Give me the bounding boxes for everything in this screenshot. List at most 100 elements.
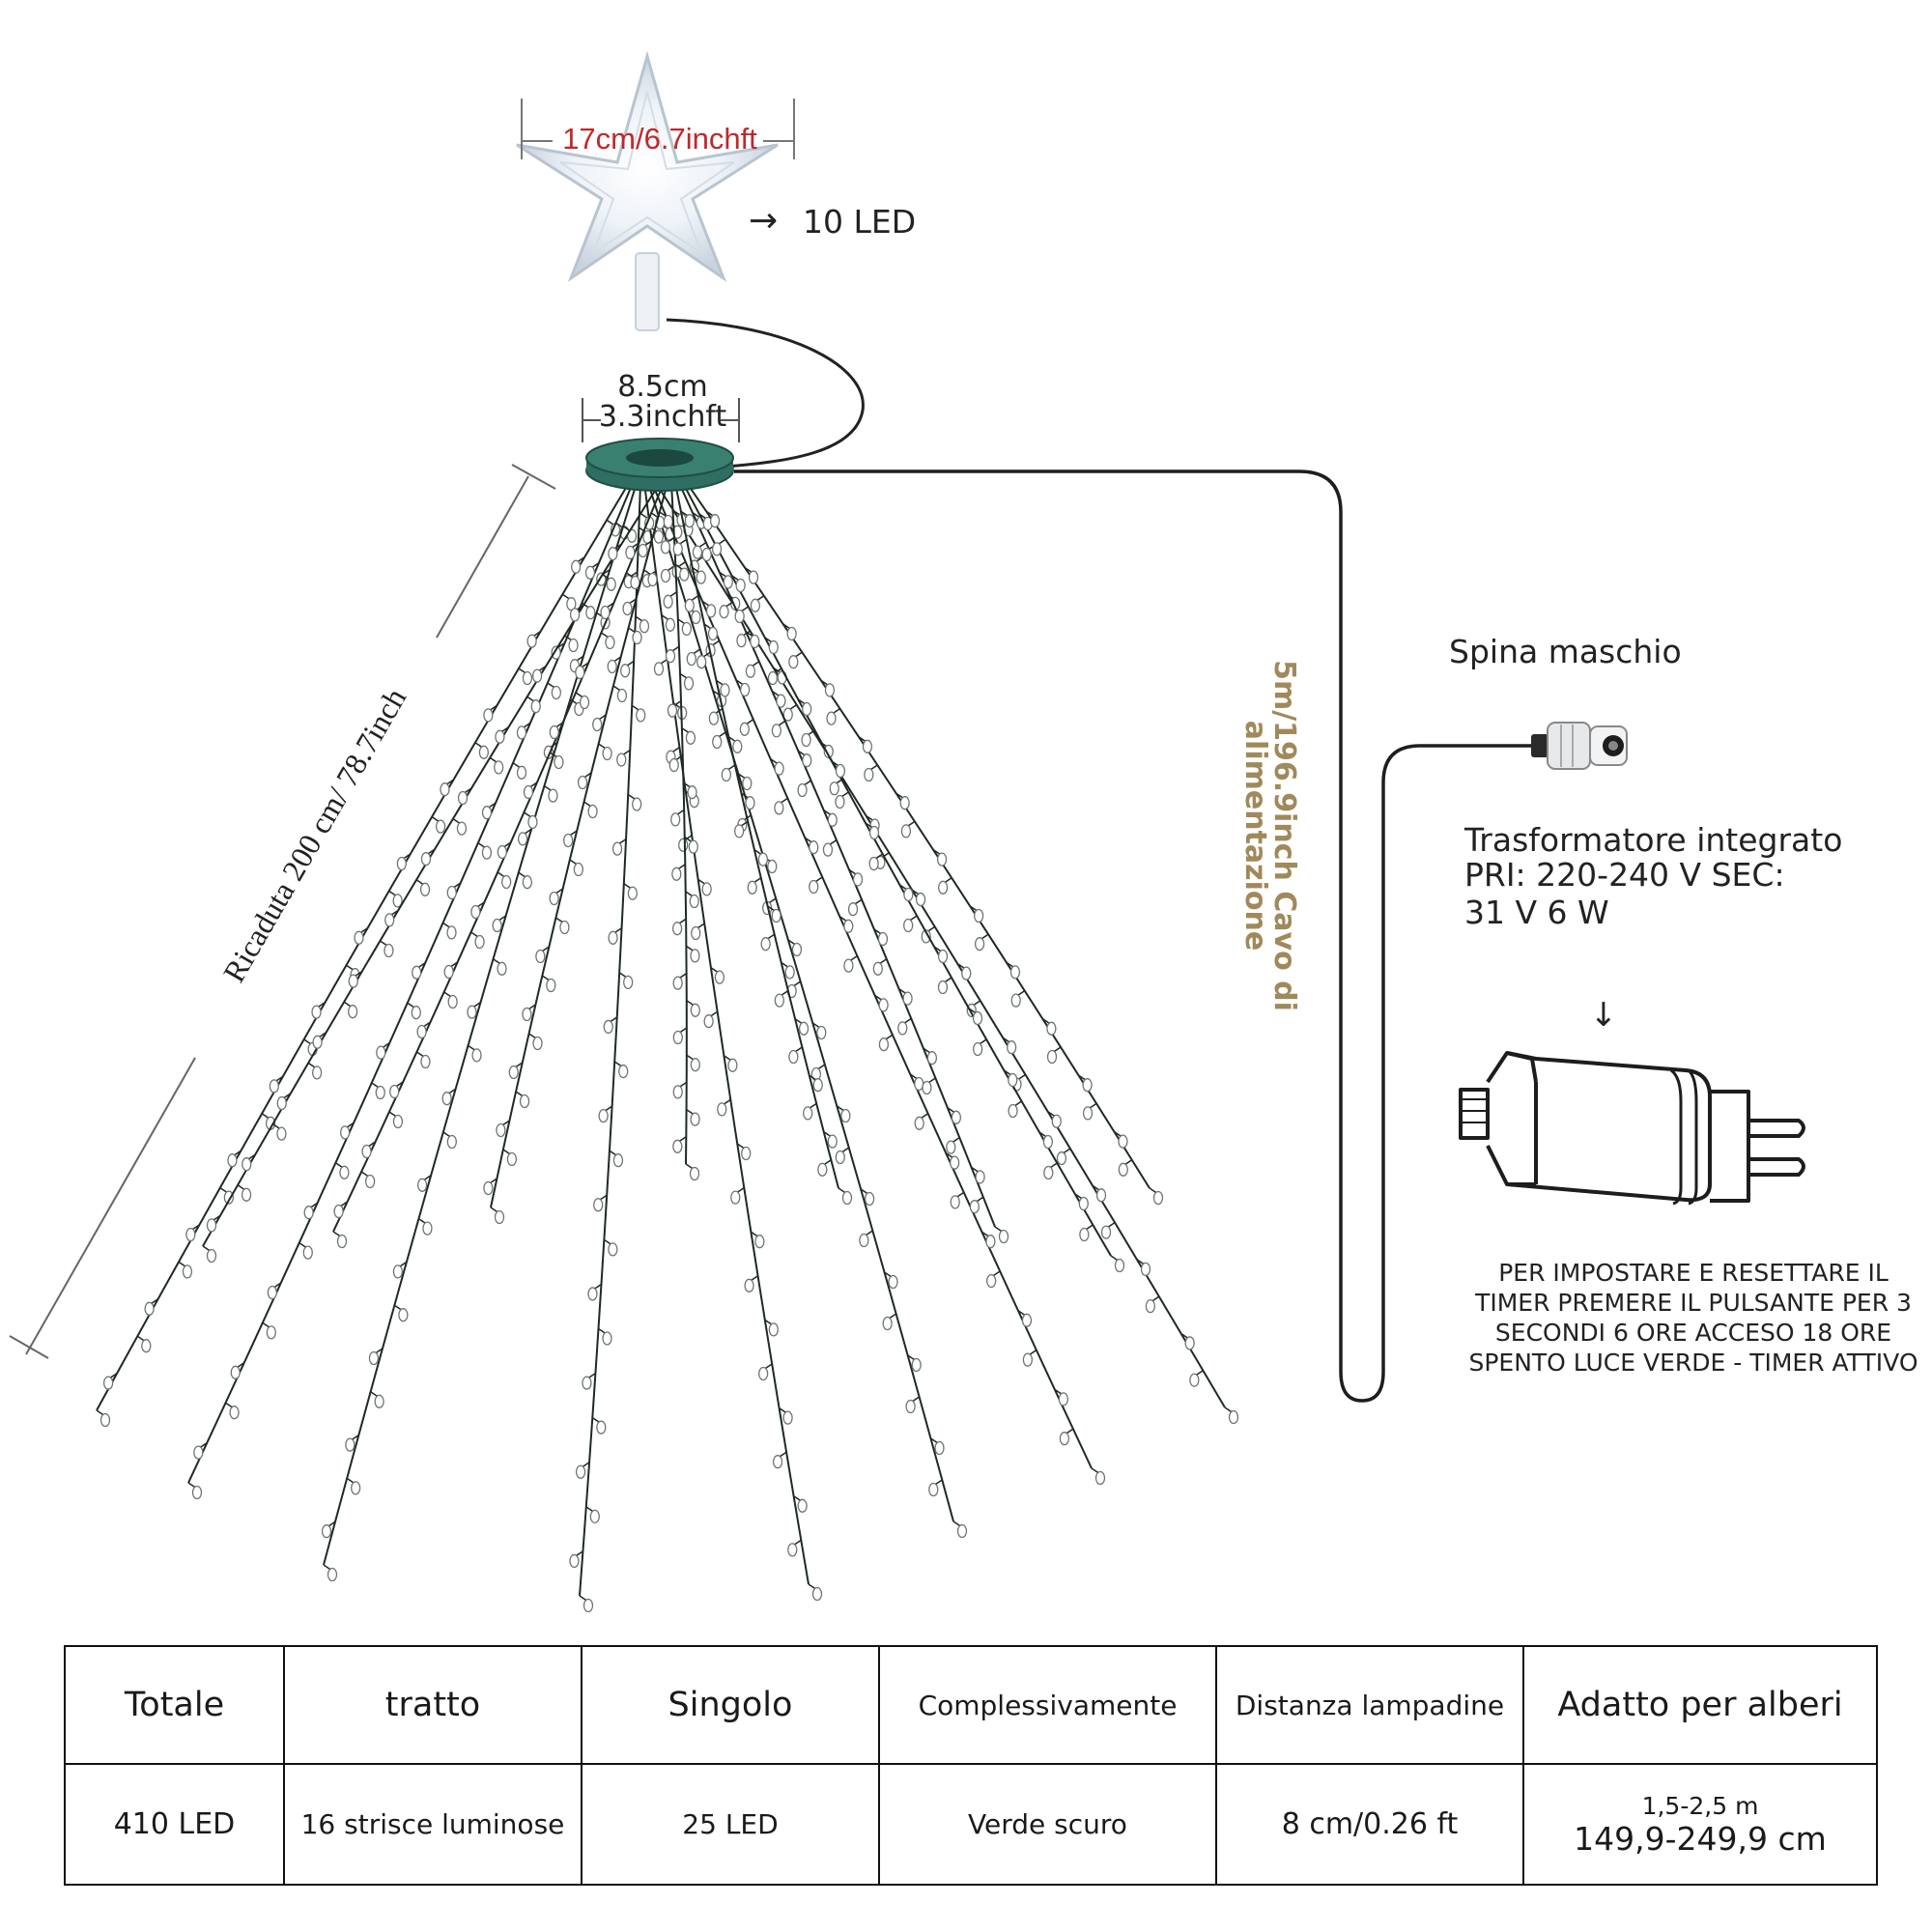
header-strings: tratto — [283, 1645, 582, 1765]
led-bulb — [720, 683, 730, 697]
male-plug-icon — [1531, 722, 1628, 770]
led-bulb — [618, 1064, 629, 1079]
led-bulb — [501, 874, 512, 890]
led-bulb — [611, 841, 623, 856]
led-bulb — [483, 1180, 494, 1196]
led-bulb — [523, 784, 534, 800]
led-bulb — [701, 547, 712, 562]
spec-table: Totale tratto Singolo Complessivamente D… — [64, 1645, 1878, 1886]
led-bulb — [678, 838, 689, 852]
led-bulb — [276, 1126, 287, 1141]
led-bulb — [985, 1235, 996, 1249]
led-bulb — [689, 894, 699, 909]
led-bulb — [345, 1437, 355, 1452]
led-bulb — [843, 919, 854, 933]
light-string — [323, 482, 638, 1566]
led-bulb — [569, 1553, 580, 1569]
led-bulb — [914, 1116, 924, 1130]
transformer-title: Trasformatore integrato — [1463, 821, 1842, 859]
led-bulb — [582, 1598, 594, 1613]
led-bulb — [193, 1445, 204, 1460]
star-topper — [516, 50, 779, 331]
led-bulb — [579, 695, 590, 710]
led-bulb — [506, 1151, 518, 1167]
led-bulb — [934, 1440, 945, 1456]
value-bulb-distance: 8 cm/0.26 ft — [1215, 1763, 1524, 1886]
led-bulb — [784, 965, 795, 980]
led-bulb — [1058, 1392, 1068, 1406]
ring-size-in: 3.3inchft — [599, 400, 727, 434]
led-bulb — [733, 824, 745, 838]
led-bulb — [636, 708, 646, 723]
star-stem — [635, 252, 660, 331]
plug-label: Spina maschio — [1449, 633, 1682, 670]
led-bulb — [638, 543, 648, 558]
led-bulb — [750, 634, 760, 649]
led-bulb — [691, 925, 701, 941]
led-bulb — [593, 1198, 604, 1212]
led-bulb — [791, 942, 803, 957]
led-bulb — [705, 604, 717, 618]
led-bulb — [922, 1080, 932, 1095]
led-bulb — [847, 902, 859, 917]
led-bulb — [671, 867, 682, 881]
led-bulb — [519, 1094, 530, 1109]
led-bulb — [569, 608, 581, 622]
led-bulb — [767, 859, 778, 874]
led-bulb — [527, 814, 538, 830]
led-bulb — [392, 1114, 404, 1129]
led-bulb — [685, 730, 696, 745]
light-string — [674, 482, 839, 1189]
led-bulb — [665, 649, 676, 664]
led-bulb — [492, 918, 502, 933]
led-bulb — [835, 794, 845, 810]
led-bulb — [632, 797, 642, 811]
led-bulb — [872, 961, 883, 976]
instruction-line-2: TIMER PREMERE IL PULSANTE PER 3 — [1474, 1289, 1912, 1317]
led-bulb — [559, 920, 570, 935]
led-bulb — [302, 1245, 313, 1260]
led-bulb — [1095, 1188, 1107, 1203]
value-tree-fit-cm: 149,9-249,9 cm — [1574, 1819, 1827, 1858]
led-bulb — [928, 1482, 939, 1497]
led-bulb — [1043, 1165, 1054, 1180]
led-bulb — [878, 1037, 890, 1052]
led-bulb — [303, 1206, 314, 1220]
led-bulb — [788, 655, 799, 669]
instruction-line-3: SECONDI 6 ORE ACCESO 18 ORE — [1495, 1319, 1891, 1347]
led-bulb — [577, 775, 588, 790]
led-bulb — [811, 1586, 823, 1602]
led-bulb — [1010, 993, 1021, 1008]
led-bulb — [730, 1190, 741, 1205]
led-bulb — [672, 1030, 683, 1045]
led-bulb — [707, 626, 719, 641]
led-bulb — [443, 964, 454, 980]
led-bulb — [602, 746, 612, 761]
drop-dimension — [9, 464, 556, 1359]
led-bulb — [902, 991, 913, 1006]
led-bulb — [745, 664, 756, 678]
led-bulb — [681, 621, 692, 637]
led-bulb — [690, 949, 700, 963]
header-overall: Complessivamente — [878, 1645, 1217, 1765]
led-bulb — [663, 514, 673, 529]
led-bulb — [457, 790, 469, 806]
led-bulb — [435, 819, 446, 834]
led-bulb — [144, 1301, 155, 1316]
led-bulb — [411, 1006, 421, 1020]
led-bulb — [683, 676, 695, 691]
led-bulb — [585, 606, 596, 620]
led-bulb — [230, 1365, 241, 1379]
led-bulb — [868, 825, 880, 840]
led-bulb — [551, 645, 561, 660]
led-bulb — [456, 821, 468, 836]
led-bulb — [582, 1376, 592, 1390]
led-bulb — [803, 1106, 813, 1121]
ring-width-dimension — [582, 398, 740, 442]
led-bulb — [723, 575, 733, 589]
led-bulb — [903, 918, 914, 933]
led-bulb — [1114, 1258, 1125, 1273]
led-bulb — [926, 1051, 938, 1065]
led-bulb — [526, 634, 537, 648]
led-bulb — [347, 1005, 358, 1019]
